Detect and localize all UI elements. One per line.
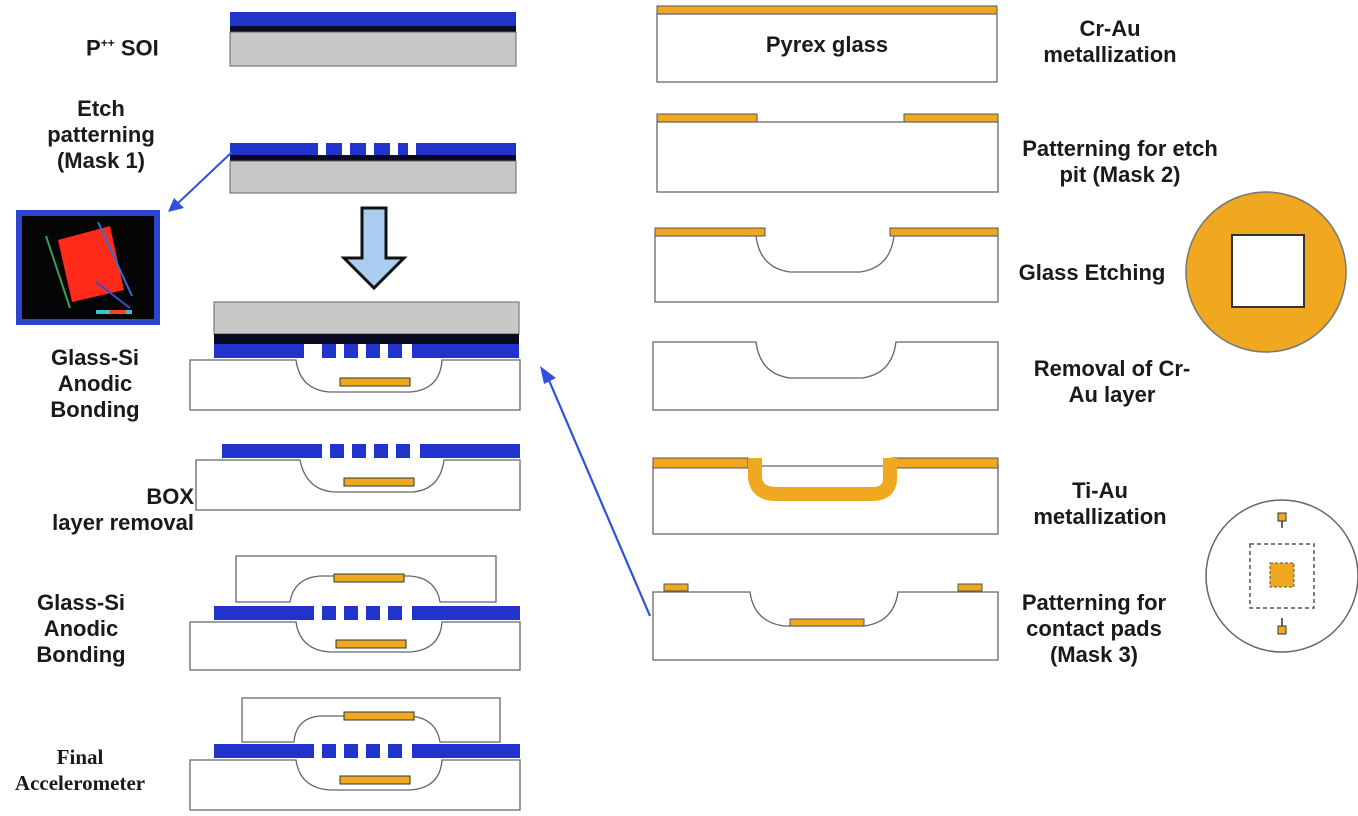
label-pattern-etch-pit: Patterning for etch pit (Mask 2): [1002, 136, 1238, 188]
label-line: Cr-Au: [1079, 16, 1141, 41]
label-line: BOX: [146, 484, 194, 509]
label-glass-etching: Glass Etching: [1004, 260, 1180, 286]
soi-wafer: [229, 12, 517, 67]
label-p-soi-suffix: SOI: [114, 35, 159, 61]
final-accelerometer-stack: [189, 697, 521, 811]
label-pattern-contact-pads: Patterning for contact pads (Mask 3): [1000, 590, 1188, 668]
label-line: Glass-Si: [36, 590, 126, 615]
bonded-stack-1: [189, 301, 521, 411]
label-p-soi: P++ SOI: [86, 30, 159, 61]
label-p-soi-prefix: P: [86, 35, 101, 61]
ti-au-wafer: [652, 457, 999, 535]
label-glass-si-bonding-2: Glass-Si Anodic Bonding: [6, 590, 156, 668]
label-line: metallization: [1033, 504, 1167, 529]
label-line: patterning: [47, 122, 155, 147]
contact-pad-top-view-icon: [1205, 499, 1358, 653]
label-line: layer removal: [52, 510, 194, 535]
label-final-accelerometer: Final Accelerometer: [0, 744, 160, 796]
label-cr-au: Cr-Au metallization: [1010, 16, 1210, 68]
etched-wafer-top-view-icon: [1185, 191, 1347, 353]
etched-soi-wafer: [229, 143, 517, 194]
label-line: Pyrex glass: [765, 32, 889, 57]
label-line: Au layer: [1068, 382, 1156, 407]
pyrex-wafer: [656, 5, 998, 83]
label-line: Anodic: [43, 616, 119, 641]
label-line: Bonding: [36, 642, 126, 667]
label-line: Accelerometer: [14, 771, 146, 795]
label-line: Glass-Si: [50, 345, 140, 370]
box-removed-stack: [195, 444, 521, 511]
label-line: Patterning for: [1021, 590, 1167, 615]
mask-image-icon: [16, 210, 160, 325]
label-box-removal: BOX layer removal: [14, 484, 194, 536]
label-line: Etch: [77, 96, 125, 121]
label-line: Anodic: [57, 371, 133, 396]
label-removal-cr-au: Removal of Cr- Au layer: [1012, 356, 1212, 408]
label-line: Final: [56, 745, 104, 769]
label-line: Ti-Au: [1072, 478, 1128, 503]
bonded-stack-2: [189, 555, 521, 671]
label-line: contact pads: [1026, 616, 1162, 641]
etch-pit-mask-wafer: [656, 113, 999, 193]
etched-glass-wafer: [654, 227, 999, 303]
label-line: (Mask 1): [56, 148, 146, 173]
label-ti-au: Ti-Au metallization: [1000, 478, 1200, 530]
contact-pad-wafer: [652, 583, 999, 661]
label-line: Bonding: [50, 397, 140, 422]
label-p-soi-superscript: ++: [100, 36, 115, 50]
label-line: Patterning for etch: [1022, 136, 1218, 161]
bare-etched-wafer: [652, 341, 999, 411]
label-line: metallization: [1043, 42, 1177, 67]
down-arrow-icon: [340, 206, 408, 291]
label-line: Glass Etching: [1018, 260, 1166, 285]
label-line: Removal of Cr-: [1033, 356, 1191, 381]
label-etch-patterning: Etch patterning (Mask 1): [26, 96, 176, 174]
label-glass-si-bonding-1: Glass-Si Anodic Bonding: [20, 345, 170, 423]
label-pyrex-glass: Pyrex glass: [657, 32, 997, 58]
label-line: (Mask 3): [1049, 642, 1139, 667]
label-line: pit (Mask 2): [1059, 162, 1181, 187]
